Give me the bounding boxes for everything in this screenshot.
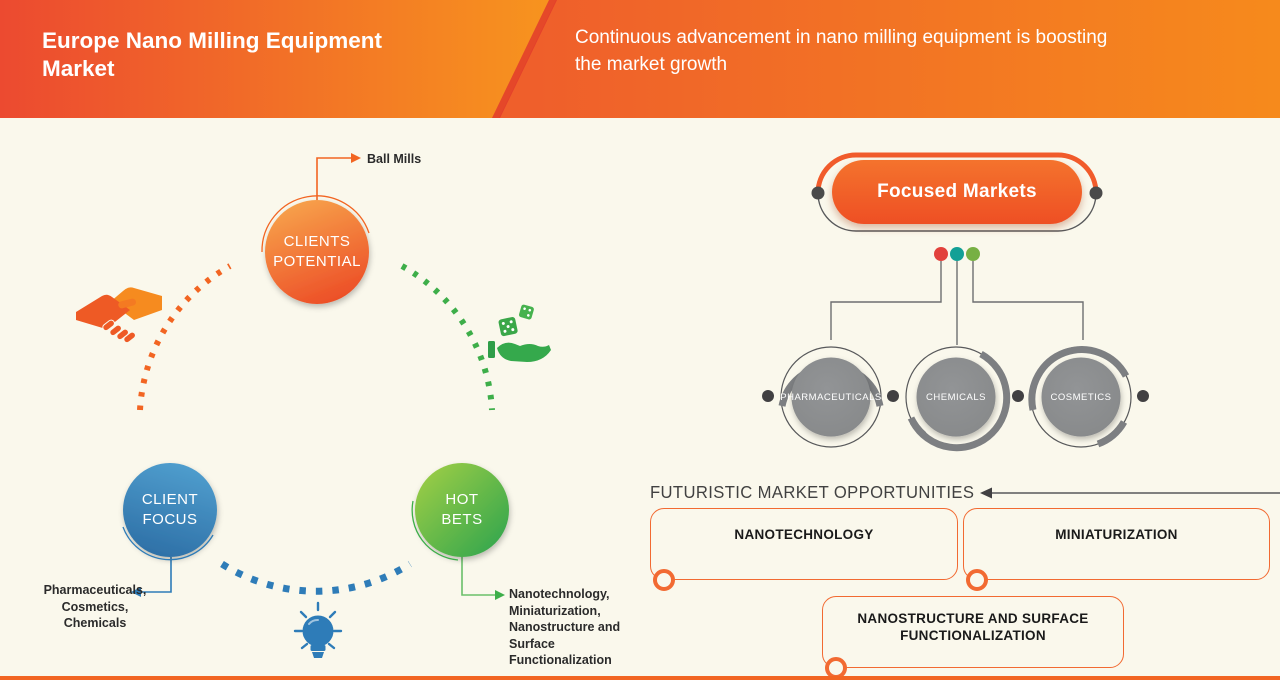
node-client-focus — [122, 463, 217, 561]
opportunity-label: NANOTECHNOLOGY — [734, 527, 874, 542]
arc-blue — [220, 561, 412, 595]
market-label-pharmaceuticals: PHARMACEUTICALS — [780, 392, 882, 403]
dice-in-hand-icon — [488, 304, 551, 362]
end-dot-icon — [1089, 186, 1103, 200]
focused-markets-pill: Focused Markets — [832, 160, 1082, 224]
opportunity-box-nanostructure: NANOSTRUCTURE AND SURFACE FUNCTIONALIZAT… — [822, 596, 1124, 679]
tree-connectors — [830, 261, 1084, 345]
node-label-clients-potential: CLIENTS POTENTIAL — [273, 233, 361, 270]
page-subtitle: Continuous advancement in nano milling e… — [575, 27, 1108, 75]
market-circle-cosmetics — [1028, 346, 1132, 448]
market-separator-dots — [762, 390, 1149, 402]
header-band: Europe Nano Milling Equipment Market Con… — [0, 0, 1280, 118]
bullet-red-icon — [934, 247, 948, 261]
node-label-hot-bets: HOT BETS — [441, 491, 483, 528]
connector-ball-mills — [316, 153, 361, 200]
opportunities-arrow — [980, 487, 1280, 499]
bullet-teal-icon — [950, 247, 964, 261]
corner-ring-icon — [653, 569, 675, 591]
market-label-chemicals: CHEMICALS — [926, 392, 986, 403]
cycle-dotted-arcs — [137, 263, 495, 595]
end-dot-icon — [811, 186, 825, 200]
callout-ball-mills: Ball Mills — [367, 152, 422, 166]
lightbulb-icon — [293, 601, 343, 658]
arrowhead-left-icon — [980, 487, 992, 499]
node-clients-potential — [261, 195, 370, 304]
handshake-icon — [76, 287, 162, 344]
arrowhead-left-icon — [131, 587, 141, 597]
opportunity-label: MINIATURIZATION — [1055, 527, 1178, 542]
arrowhead-right-icon — [495, 590, 505, 600]
arc-green — [400, 263, 495, 411]
opportunity-box-miniaturization: MINIATURIZATION — [963, 508, 1270, 591]
arc-orange — [137, 263, 232, 411]
focused-markets-title: Focused Markets — [877, 181, 1037, 202]
connector-client-focus — [131, 557, 172, 597]
connector-hot-bets — [461, 557, 505, 600]
callout-client-focus-list: Pharmaceuticals, Cosmetics, Chemicals — [43, 583, 147, 630]
opportunity-label: NANOSTRUCTURE AND SURFACE FUNCTIONALIZAT… — [857, 611, 1089, 643]
arrowhead-right-icon — [351, 153, 361, 163]
focused-markets-outline — [811, 152, 1103, 232]
market-circle-chemicals — [905, 346, 1011, 452]
corner-ring-icon — [966, 569, 988, 591]
opportunity-box-nanotechnology: NANOTECHNOLOGY — [650, 508, 958, 591]
node-hot-bets — [411, 463, 509, 561]
callout-hot-bets-list: Nanotechnology, Miniaturization, Nanostr… — [509, 587, 621, 667]
market-label-cosmetics: COSMETICS — [1050, 392, 1112, 403]
bottom-accent-bar — [0, 676, 1280, 680]
tree-bullets — [934, 247, 980, 261]
market-circle-pharmaceuticals — [778, 346, 884, 448]
bullet-green-icon — [966, 247, 980, 261]
header-gradient-overlay — [499, 0, 1280, 118]
node-label-client-focus: CLIENT FOCUS — [141, 491, 199, 528]
page-title: Europe Nano Milling Equipment Market — [42, 28, 382, 81]
opportunities-heading: FUTURISTIC MARKET OPPORTUNITIES — [650, 482, 975, 502]
